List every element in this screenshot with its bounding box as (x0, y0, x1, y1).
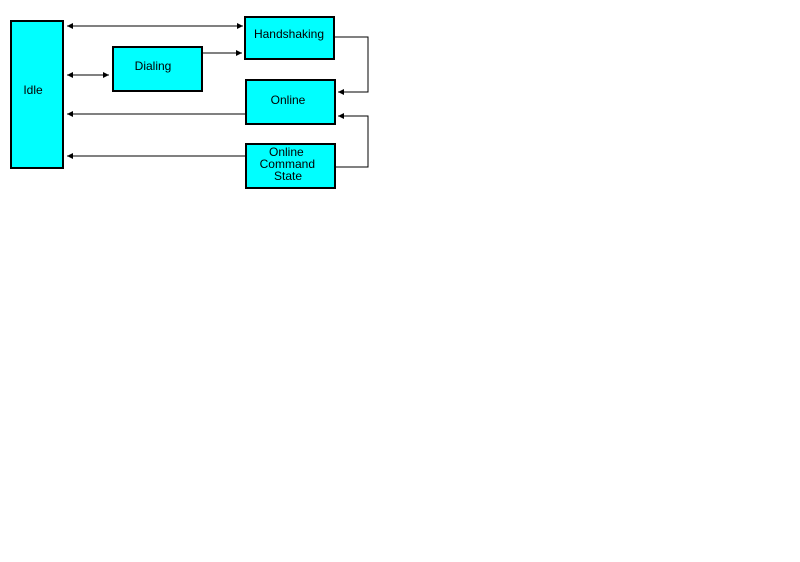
node-dialing-label: Dialing (135, 59, 172, 73)
node-idle-line-1: Idle (23, 83, 43, 97)
node-online-command-state-label: Online Command State (260, 145, 319, 183)
node-idle-label: Idle (23, 83, 43, 97)
node-online-command-state: Online Command State (245, 143, 336, 189)
node-dialing-line-1: Dialing (135, 59, 172, 73)
node-online-command-state-line-2: Command (260, 157, 315, 171)
node-online: Online (245, 79, 336, 125)
node-handshaking: Handshaking (244, 16, 335, 60)
node-dialing: Dialing (112, 46, 203, 92)
node-online-command-state-line-3: State (274, 169, 302, 183)
node-online-box (245, 79, 336, 125)
transitions (67, 23, 369, 168)
node-online-line-1: Online (271, 93, 306, 107)
node-online-label: Online (271, 93, 306, 107)
node-idle: Idle (10, 20, 64, 169)
node-dialing-box (112, 46, 203, 92)
node-online-command-state-box (245, 143, 336, 189)
edge-handshaking-online (334, 36, 369, 95)
node-handshaking-line-1: Handshaking (254, 27, 324, 41)
node-idle-box (10, 20, 64, 169)
edge-online-command-state-online (335, 113, 369, 168)
node-handshaking-label: Handshaking (254, 27, 324, 41)
node-handshaking-box (244, 16, 335, 60)
node-online-command-state-line-1: Online (269, 145, 304, 159)
